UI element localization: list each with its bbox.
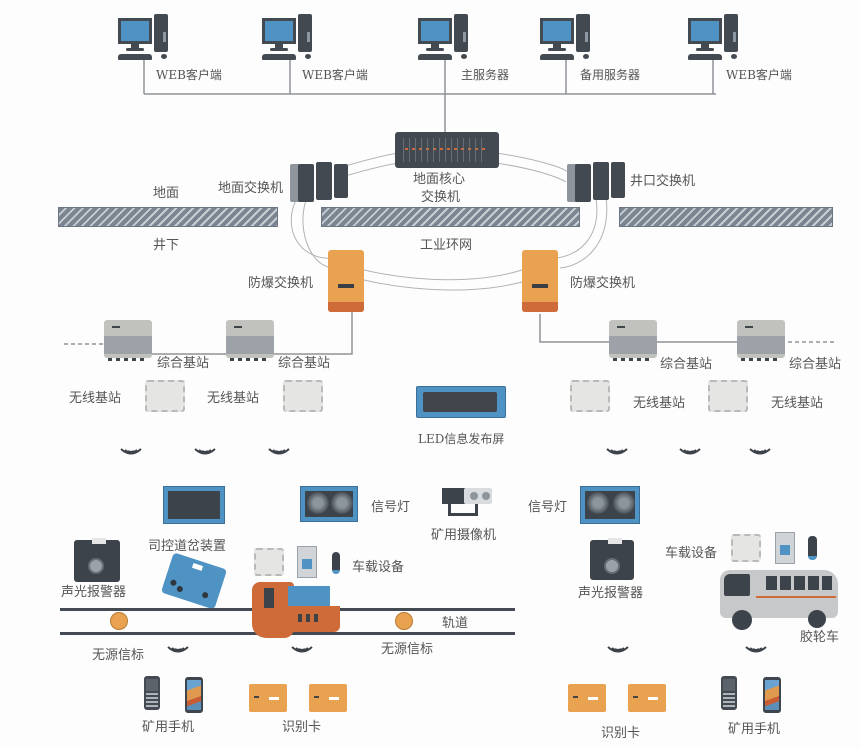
vehicle-equipment-left-unit2-icon [297,546,317,578]
integrated-base-station-1-icon[interactable] [104,320,152,361]
vehicle-equipment-right-unit2-icon [775,532,795,564]
wireless-signal-icon [291,646,313,653]
explosion-proof-switch-right-label: 防爆交换机 [570,276,636,291]
backup-server-computer-icon[interactable] [540,14,592,62]
mine-phone-left-label: 矿用手机 [142,720,195,735]
led-screen-icon[interactable] [416,386,506,418]
id-card-left-2-icon[interactable] [309,684,347,712]
led-screen-label: LED信息发布屏 [418,432,505,446]
industrial-ring [290,152,608,291]
wireless-base-station-2-label: 无线基站 [207,391,260,406]
mine-feature-phone-right-icon[interactable] [721,676,737,710]
vehicle-equipment-right-label: 车载设备 [665,546,718,561]
audible-visual-alarm-left-icon[interactable] [74,538,120,582]
vehicle-equipment-left-label: 车载设备 [352,560,405,575]
core-switch-label-line2: 交换机 [421,190,461,205]
audible-visual-alarm-right-icon[interactable] [590,538,634,580]
integrated-base-station-4-icon[interactable] [737,320,785,361]
web-client-2-computer-icon[interactable] [262,14,314,62]
mine-camera-label: 矿用摄像机 [431,528,497,543]
backup-server-label: 备用服务器 [580,68,641,82]
wireless-signal-icon [120,448,142,455]
passive-beacon-left-icon[interactable] [110,612,128,630]
wireless-signal-icon [194,448,216,455]
mine-feature-phone-left-icon[interactable] [144,676,160,710]
id-card-right-2-icon[interactable] [628,684,666,712]
main-server-label: 主服务器 [461,68,510,82]
id-card-right-1-icon[interactable] [568,684,606,712]
bs-bus-right [539,314,780,343]
wireless-signal-icon [745,646,767,653]
integrated-base-station-4-label: 综合基站 [789,357,842,372]
wireless-signal-icon [679,448,701,455]
track-label: 轨道 [442,616,469,631]
explosion-proof-switch-left-icon[interactable] [328,250,364,312]
ground-switch-icon[interactable] [290,160,348,202]
wireless-base-station-2-icon[interactable] [283,380,323,412]
signal-light-right-icon[interactable] [580,486,640,524]
core-switch-label-line1: 地面核心 [413,172,466,187]
wireless-signal-icon [749,448,771,455]
wellhead-switch-label: 井口交换机 [630,174,696,189]
audible-visual-alarm-right-label: 声光报警器 [578,586,644,601]
id-card-left-1-icon[interactable] [249,684,287,712]
vehicle-equipment-left-unit3-icon [332,552,340,574]
bs-bus-left [148,312,353,355]
wireless-base-station-1-icon[interactable] [145,380,185,412]
main-server-computer-icon[interactable] [418,14,470,62]
explosion-proof-switch-left-label: 防爆交换机 [248,276,314,291]
core-switch-icon[interactable] [395,132,499,168]
mine-phone-right-label: 矿用手机 [728,722,781,737]
industrial-ring-label: 工业环网 [420,238,473,253]
web-client-1-label: WEB客户端 [156,68,222,82]
mine-smartphone-left-icon[interactable] [185,677,203,713]
passive-beacon-left-label: 无源信标 [92,648,145,663]
explosion-proof-switch-right-icon[interactable] [522,250,558,312]
surface-label: 地面 [153,186,180,201]
web-client-1-computer-icon[interactable] [118,14,170,62]
vehicle-equipment-left-unit1-icon [254,548,284,576]
wireless-base-station-3-label: 无线基站 [633,396,686,411]
wellhead-switch-icon[interactable] [567,160,625,202]
passive-beacon-right-label: 无源信标 [381,642,434,657]
wireless-signal-icon [606,448,628,455]
web-client-3-label: WEB客户端 [726,68,792,82]
vehicle-equipment-right-unit3-icon [808,536,817,560]
wireless-base-station-4-icon[interactable] [708,380,748,412]
wireless-base-station-1-label: 无线基站 [69,391,122,406]
mine-locomotive-icon[interactable] [252,578,344,638]
rubber-tyred-vehicle-label: 胶轮车 [800,630,840,645]
signal-light-left-label: 信号灯 [371,500,411,515]
wireless-base-station-4-label: 无线基站 [771,396,824,411]
signal-light-left-icon[interactable] [300,486,358,522]
integrated-base-station-2-label: 综合基站 [278,356,331,371]
signal-light-right-label: 信号灯 [528,500,568,515]
audible-visual-alarm-left-label: 声光报警器 [61,585,127,600]
web-client-2-label: WEB客户端 [302,68,368,82]
integrated-base-station-3-label: 综合基站 [660,357,713,372]
id-card-right-label: 识别卡 [601,726,641,741]
mine-smartphone-right-icon[interactable] [763,677,781,713]
turnout-control-label: 司控道岔装置 [148,539,227,554]
turnout-control-device-icon[interactable] [163,486,225,524]
wireless-signal-icon [607,646,629,653]
integrated-base-station-1-label: 综合基站 [157,356,210,371]
surface-boundary-center [321,207,580,227]
ground-switch-label: 地面交换机 [218,181,284,196]
wireless-signal-icon [268,448,290,455]
surface-boundary-left [58,207,278,227]
rubber-tyred-vehicle-icon[interactable] [712,566,842,634]
integrated-base-station-2-icon[interactable] [226,320,274,361]
surface-boundary-right [619,207,833,227]
web-client-3-computer-icon[interactable] [688,14,740,62]
mine-camera-icon[interactable] [442,488,494,516]
integrated-base-station-3-icon[interactable] [609,320,657,361]
wireless-base-station-3-icon[interactable] [570,380,610,412]
underground-label: 井下 [153,238,180,253]
id-card-left-label: 识别卡 [282,720,322,735]
wireless-signal-icon [167,646,189,653]
passive-beacon-right-icon[interactable] [395,612,413,630]
vehicle-equipment-right-unit1-icon [731,534,761,562]
